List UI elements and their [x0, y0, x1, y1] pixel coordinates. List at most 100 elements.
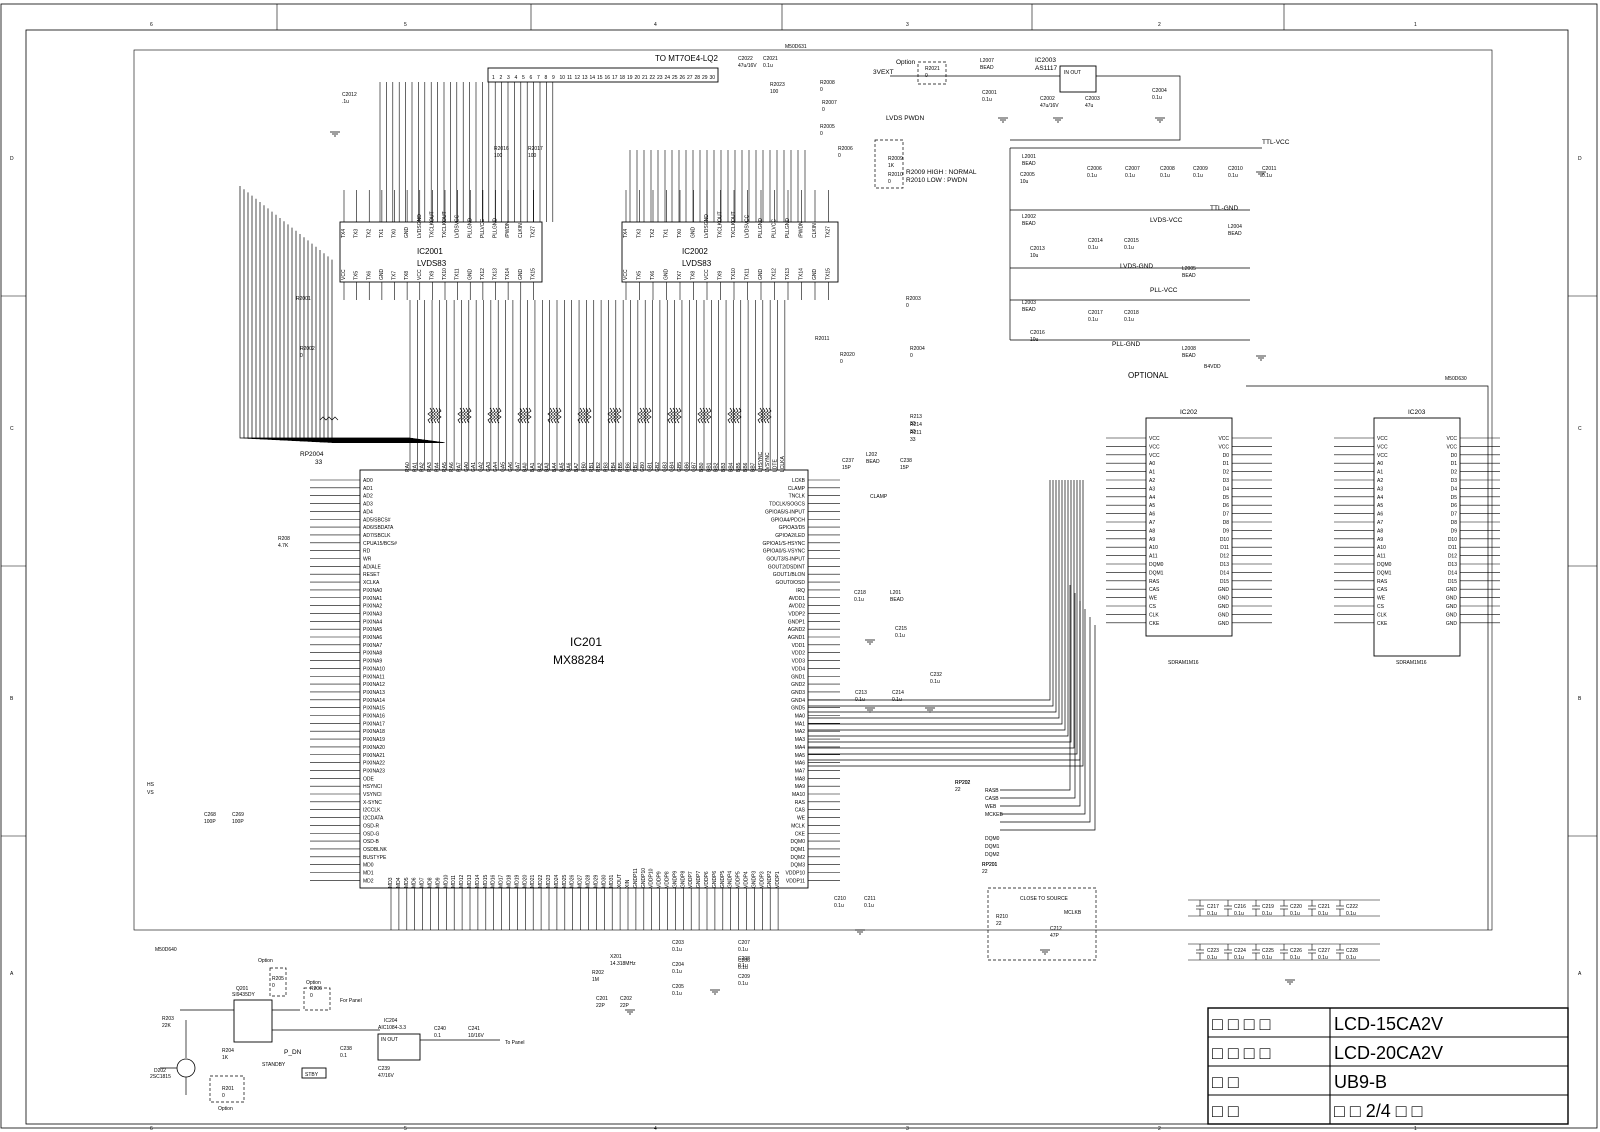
- sheet-tag-bottom: M50D640: [155, 947, 177, 953]
- component-ref: C2006: [1087, 166, 1102, 172]
- ic201-right-pin: VDD4: [792, 666, 806, 672]
- power-supply-top: 3VEXT Option IN OUT IC2003 AS1117 LVDS P…: [873, 57, 1181, 189]
- ic201-top-pin: RB7: [633, 462, 639, 472]
- component-ref: R204: [222, 1048, 234, 1054]
- resistor-zigzag: [556, 407, 562, 424]
- routed-wire: [327, 256, 443, 443]
- ic201-left-pin: I2CDATA: [363, 816, 384, 822]
- ic201-right-pin: VDDP11: [786, 878, 805, 884]
- ic201-right-pin: VDDP10: [786, 871, 806, 877]
- resistor-zigzag: [520, 407, 526, 424]
- component-ref: C222: [1346, 904, 1358, 910]
- ic201-left-pin: AD1: [363, 486, 373, 492]
- ic201-right-pin: TDCLK/SOGCS: [769, 502, 806, 508]
- component-value: 0: [222, 1093, 225, 1099]
- connector-pin-number: 3: [507, 75, 510, 81]
- lvds-bottom-pin: TX9: [718, 271, 724, 280]
- ic201-right-pin: GND4: [791, 698, 805, 704]
- component-value: 0.1u: [854, 597, 864, 603]
- ic201-top-pin: BB1: [706, 462, 712, 472]
- connector-pin-number: 11: [567, 75, 572, 81]
- sdram-left-pin: DQM0: [1149, 562, 1164, 568]
- connector-pin-number: 18: [620, 75, 626, 81]
- lvds-top-pin: TX2: [650, 229, 656, 238]
- component-ref: C2007: [1125, 166, 1140, 172]
- row-marker: B: [10, 696, 14, 702]
- component-ref: C205: [672, 984, 684, 990]
- component-value: BEAD: [1022, 161, 1036, 167]
- ground-symbol: [865, 639, 875, 645]
- sdram-left-pin: DQM0: [1377, 562, 1392, 568]
- ic201-bottom-pin: MD11: [451, 875, 457, 888]
- sdram-address-wire: [808, 480, 1072, 743]
- ground-symbol: [1285, 979, 1295, 985]
- component-value: 0.1u: [738, 963, 748, 969]
- component-ref: R206: [310, 986, 322, 992]
- ic201-top-pin: RA4: [434, 462, 440, 472]
- sdram-left-pin: VCC: [1377, 436, 1388, 442]
- ic201-left-pin: PIXINA1: [363, 596, 382, 602]
- ic201-right-pin: MA5: [795, 753, 806, 759]
- component-ref: R211: [910, 430, 922, 436]
- row-marker: C: [1578, 426, 1582, 432]
- sdram-left-pin: A4: [1149, 495, 1155, 501]
- component-ref: R201: [222, 1086, 234, 1092]
- q201-part: SI9435DY: [232, 992, 255, 998]
- component-ref: X201: [610, 954, 622, 960]
- component-ref: C202: [620, 996, 632, 1002]
- sdram-left-pin: VCC: [1377, 453, 1388, 459]
- ic201-bottom-pin: VDDP4: [744, 871, 750, 888]
- sdram-right-pin: D5: [1223, 495, 1230, 501]
- component-ref: C224: [1234, 948, 1246, 954]
- ic201-left-pin: AD4: [363, 509, 373, 515]
- sdram-right-pin: D6: [1451, 503, 1458, 509]
- connector-cn2001: [487, 67, 719, 83]
- ic201-right-pin: VDD2: [792, 651, 806, 657]
- option-label-bl3: Option: [218, 1106, 233, 1112]
- ic201-right-pin: GOUT0/OSD: [776, 580, 806, 586]
- connector-pin-number: 9: [552, 75, 555, 81]
- ic201-ref: IC201: [570, 635, 602, 649]
- resistor-zigzag: [436, 407, 442, 424]
- component-value: 0.1u: [672, 991, 682, 997]
- component-value: 0: [300, 353, 303, 359]
- component-ref: R2007: [822, 100, 837, 106]
- sdram-right-pin: GND: [1218, 621, 1230, 627]
- ic201-top-pin: BB4: [728, 462, 734, 472]
- sdram-left-pin: CS: [1149, 604, 1157, 610]
- lvds-top-pin: TX3: [637, 229, 643, 238]
- ic203-body: [1373, 417, 1461, 657]
- ic201-top-pin: BA6: [567, 462, 573, 472]
- sdram-control-wire: [1000, 601, 1081, 807]
- component-ref: C2021: [763, 56, 778, 62]
- ground-symbol: [998, 117, 1008, 123]
- ic201-top-pin: BA4: [552, 462, 558, 472]
- connector-pin-number: 4: [515, 75, 518, 81]
- connector-pin-number: 23: [657, 75, 663, 81]
- lvds-bottom-pin: TX10: [442, 268, 448, 280]
- ic201-top-pin: GB4: [670, 462, 676, 472]
- component-value: 22K: [162, 1023, 172, 1029]
- component-ref: C2003: [1085, 96, 1100, 102]
- component-value: BEAD: [1022, 221, 1036, 227]
- component-value: 0: [310, 993, 313, 999]
- ic201-top-pin: LDTE: [773, 459, 779, 472]
- lvds-top-pin: TX0: [392, 229, 398, 238]
- component-ref: R213: [910, 414, 922, 420]
- ic201-bottom-pin: VDDP8: [665, 871, 671, 888]
- ic201-right-pin: MCLK: [791, 823, 806, 829]
- ic201-left-pin: PIXINA16: [363, 714, 385, 720]
- lvds-top-pin: TXCLKOUT: [718, 211, 724, 238]
- col-marker: 4: [654, 22, 657, 28]
- resistor-zigzag: [730, 407, 736, 424]
- component-ref: R2003: [906, 296, 921, 302]
- component-ref: L201: [890, 590, 901, 596]
- component-ref: RP202: [955, 780, 971, 786]
- ic201-bottom-pin: VDDP5: [736, 871, 742, 888]
- ic201-bottom-pin: GNDP10: [641, 868, 647, 888]
- sdram-left-pin: A6: [1377, 512, 1383, 518]
- lvds-top-pin: TXCLKOUT: [442, 211, 448, 238]
- sdram-left-pin: A11: [1149, 554, 1158, 560]
- ic201-right-pin: WE: [797, 816, 806, 822]
